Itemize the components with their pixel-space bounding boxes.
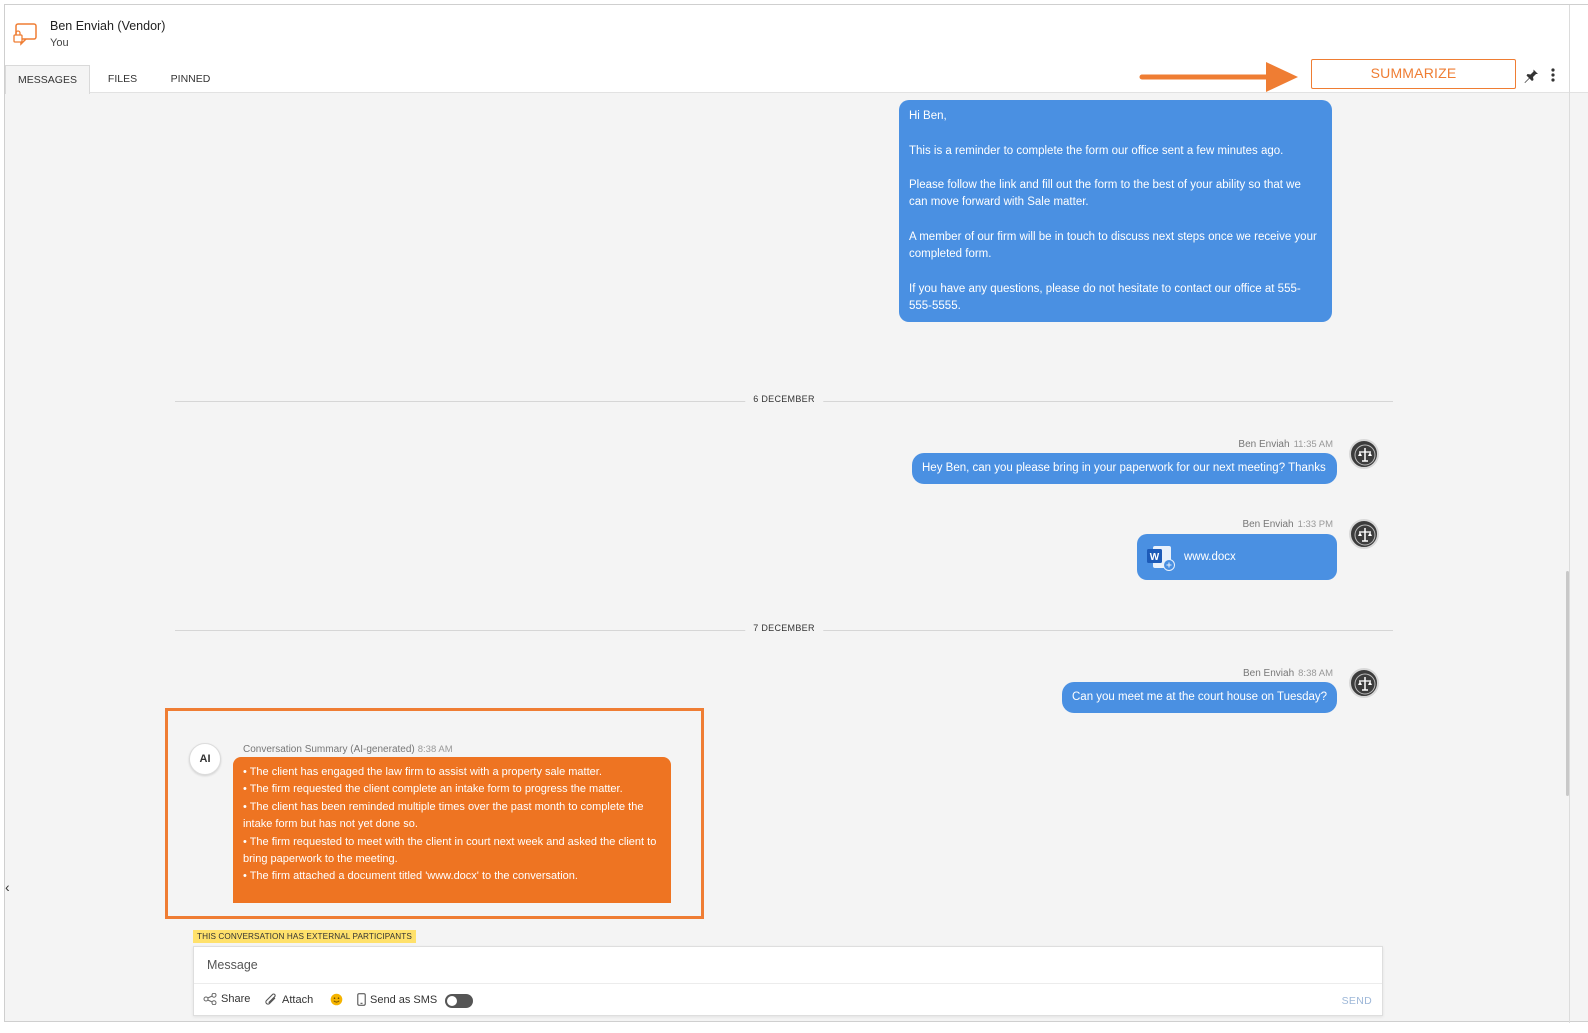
pin-icon[interactable] <box>1523 67 1539 83</box>
file-attachment[interactable]: W www.docx <box>1137 534 1337 580</box>
summary-line: • The firm attached a document titled 'w… <box>243 870 578 883</box>
ai-avatar: AI <box>189 743 221 775</box>
avatar[interactable] <box>1349 439 1379 469</box>
send-as-sms-label: Send as SMS <box>370 993 438 1006</box>
message-time: 11:35 AM <box>1293 439 1333 450</box>
conversation-title: Ben Enviah (Vendor) <box>50 19 166 33</box>
date-divider: 7 DECEMBER <box>175 623 1393 633</box>
message-paragraph: Hi Ben, <box>909 110 947 122</box>
callout-arrow-icon <box>1139 62 1298 92</box>
conversation-lock-icon <box>13 23 37 46</box>
scrollbar[interactable] <box>1566 571 1569 796</box>
summary-line: • The client has engaged the law firm to… <box>243 766 602 778</box>
message-text: Can you meet me at the court house on Tu… <box>1072 691 1328 703</box>
scales-icon <box>1354 673 1376 695</box>
message-paragraph: Please follow the link and fill out the … <box>909 179 1301 209</box>
message-time: 8:38 AM <box>417 744 453 755</box>
svg-text:W: W <box>1150 552 1160 563</box>
attach-button[interactable]: Attach <box>264 993 313 1007</box>
phone-icon <box>357 993 366 1006</box>
date-divider-label: 6 DECEMBER <box>745 394 823 404</box>
message-text: Hey Ben, can you please bring in your pa… <box>922 462 1326 474</box>
share-icon <box>203 993 217 1005</box>
summary-line: • The firm requested the client complete… <box>243 783 623 796</box>
message-bubble: Hey Ben, can you please bring in your pa… <box>912 453 1337 484</box>
tab-pinned[interactable]: PINNED <box>170 73 211 85</box>
avatar[interactable] <box>1349 668 1379 698</box>
ai-summary-meta: Conversation Summary (AI-generated)8:38 … <box>243 744 453 755</box>
word-document-icon: W <box>1147 546 1175 571</box>
conversation-subtitle: You <box>50 37 69 49</box>
message-paragraph: A member of our firm will be in touch to… <box>909 231 1317 261</box>
message-paragraph: This is a reminder to complete the form … <box>909 144 1284 157</box>
share-button[interactable]: Share <box>203 993 250 1005</box>
collapse-chevron-icon[interactable]: ‹ <box>5 879 10 895</box>
conversation-panel: Ben Enviah (Vendor) You MESSAGES FILES P… <box>4 4 1588 1023</box>
summary-line: • The client has been reminded multiple … <box>243 800 644 831</box>
date-divider: 6 DECEMBER <box>175 394 1393 404</box>
summary-line: • The firm requested to meet with the cl… <box>243 835 657 866</box>
message-time: 1:33 PM <box>1297 519 1333 530</box>
emoji-button[interactable] <box>330 993 343 1006</box>
ai-summary-highlight: AI Conversation Summary (AI-generated)8:… <box>165 708 704 919</box>
send-as-sms-option[interactable]: Send as SMS <box>357 993 437 1006</box>
sender-name: Ben Enviah <box>1242 668 1295 679</box>
scales-icon <box>1354 444 1376 466</box>
message-input[interactable] <box>194 947 1382 984</box>
share-label: Share <box>221 993 251 1005</box>
external-participants-badge: THIS CONVERSATION HAS EXTERNAL PARTICIPA… <box>193 930 416 943</box>
attach-label: Attach <box>282 994 314 1006</box>
scales-icon <box>1354 524 1376 546</box>
ai-summary-label: Conversation Summary (AI-generated) <box>243 744 415 755</box>
sender-name: Ben Enviah <box>1242 519 1294 530</box>
date-divider-label: 7 DECEMBER <box>745 623 823 633</box>
message-bubble: Can you meet me at the court house on Tu… <box>1062 682 1337 713</box>
message-bubble: Hi Ben, This is a reminder to complete t… <box>899 100 1332 322</box>
emoji-icon <box>330 993 343 1006</box>
panel-edge <box>1569 5 1570 1023</box>
send-button[interactable]: SEND <box>1341 995 1372 1007</box>
avatar[interactable] <box>1349 519 1379 549</box>
more-vertical-icon[interactable] <box>1549 67 1557 83</box>
message-paragraph: If you have any questions, please do not… <box>909 282 1301 313</box>
message-composer: Share Attach Send as SMS SEND <box>193 946 1383 1016</box>
message-list: Hi Ben, This is a reminder to complete t… <box>5 94 1588 934</box>
ai-summary-bubble: • The client has engaged the law firm to… <box>233 757 671 903</box>
tab-messages[interactable]: MESSAGES <box>5 65 90 94</box>
conversation-header: Ben Enviah (Vendor) You <box>5 5 1588 69</box>
paperclip-icon <box>265 993 276 1005</box>
summarize-conversation-button[interactable]: SUMMARIZE CONVERSATION <box>1311 59 1516 108</box>
tab-files[interactable]: FILES <box>107 73 138 85</box>
sender-name: Ben Enviah <box>1238 439 1290 450</box>
sms-toggle[interactable] <box>445 994 473 1008</box>
message-time: 8:38 AM <box>1298 668 1333 679</box>
file-name: www.docx <box>1184 551 1236 563</box>
